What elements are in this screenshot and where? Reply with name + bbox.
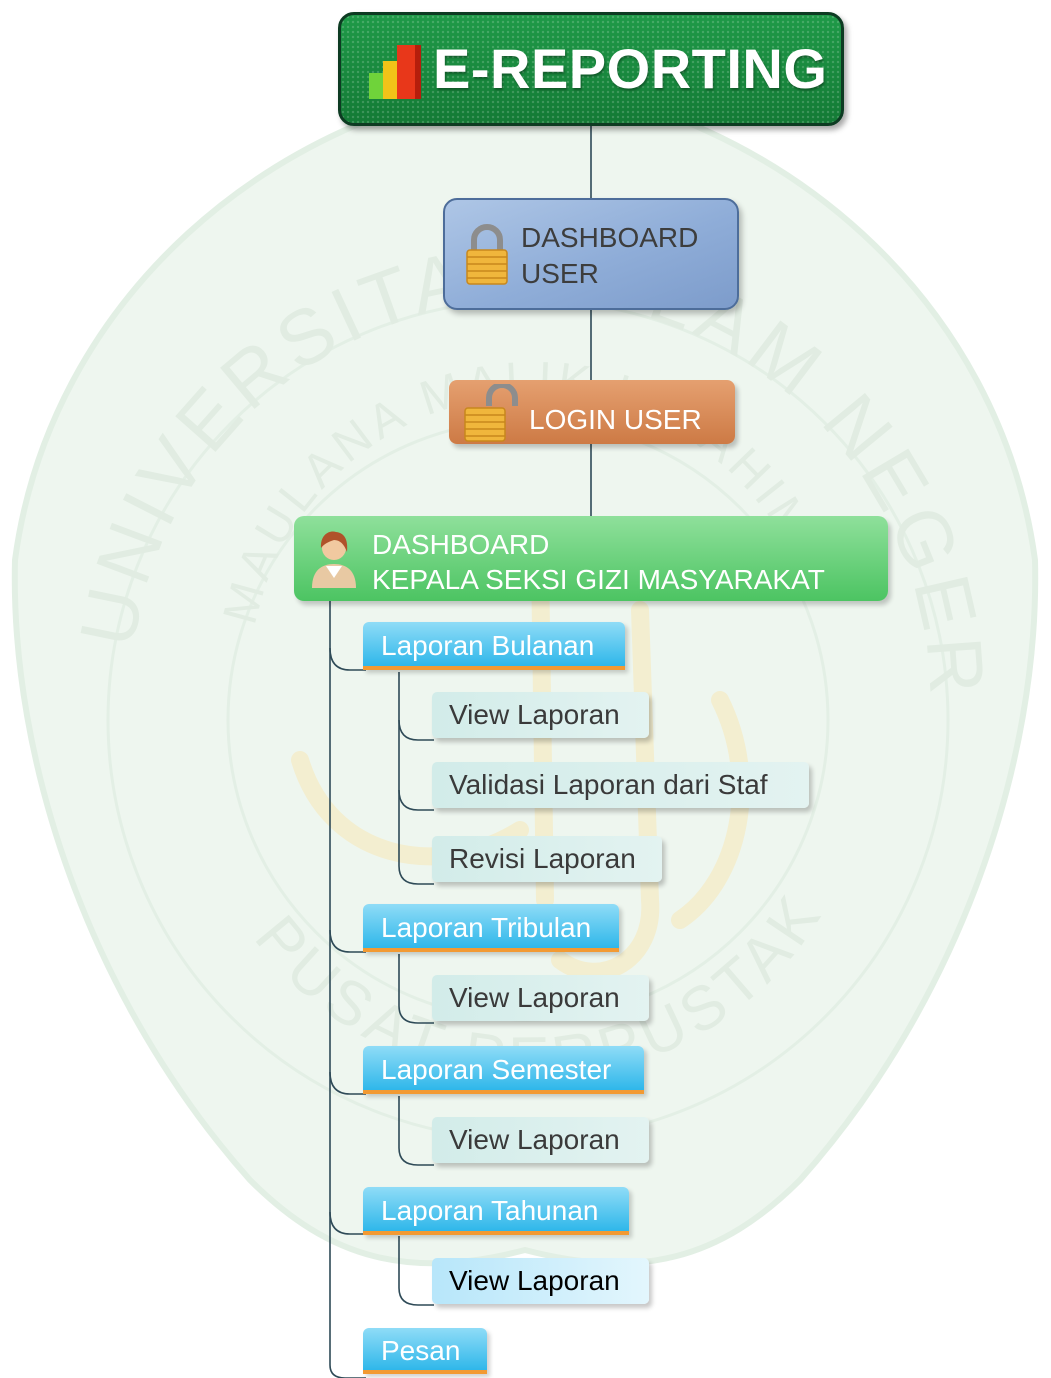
login-user-label: LOGIN USER	[529, 404, 702, 435]
unlock-icon	[464, 384, 518, 442]
leaf-validasi-laporan[interactable]: Validasi Laporan dari Staf	[432, 762, 809, 808]
category-laporan-semester[interactable]: Laporan Semester	[363, 1046, 644, 1094]
leaf-view-laporan-semester[interactable]: View Laporan	[432, 1117, 649, 1163]
lock-icon	[466, 224, 508, 285]
dashboard-kepala-node[interactable]: DASHBOARD KEPALA SEKSI GIZI MASYARAKAT	[294, 516, 888, 601]
leaf-view-laporan-tribulan[interactable]: View Laporan	[432, 975, 649, 1021]
dashboard-user-node[interactable]: DASHBOARD USER	[443, 198, 739, 310]
root-node: E-REPORTING	[338, 12, 844, 126]
dashboard-kepala-line2: KEPALA SEKSI GIZI MASYARAKAT	[372, 564, 825, 595]
category-laporan-bulanan[interactable]: Laporan Bulanan	[363, 622, 625, 670]
bar-chart-icon	[369, 45, 421, 99]
leaf-view-laporan-bulanan[interactable]: View Laporan	[432, 692, 649, 738]
category-pesan[interactable]: Pesan	[363, 1328, 487, 1374]
leaf-revisi-laporan[interactable]: Revisi Laporan	[432, 836, 662, 882]
dashboard-kepala-line1: DASHBOARD	[372, 529, 550, 560]
leaf-view-laporan-tahunan[interactable]: View Laporan	[432, 1258, 649, 1304]
category-laporan-tribulan[interactable]: Laporan Tribulan	[363, 904, 619, 952]
category-laporan-tahunan[interactable]: Laporan Tahunan	[363, 1187, 629, 1235]
dashboard-user-line2: USER	[521, 258, 599, 289]
dashboard-user-line1: DASHBOARD	[521, 222, 699, 253]
person-icon	[312, 531, 356, 588]
login-user-node[interactable]: LOGIN USER	[449, 380, 735, 444]
root-title: E-REPORTING	[433, 37, 828, 100]
